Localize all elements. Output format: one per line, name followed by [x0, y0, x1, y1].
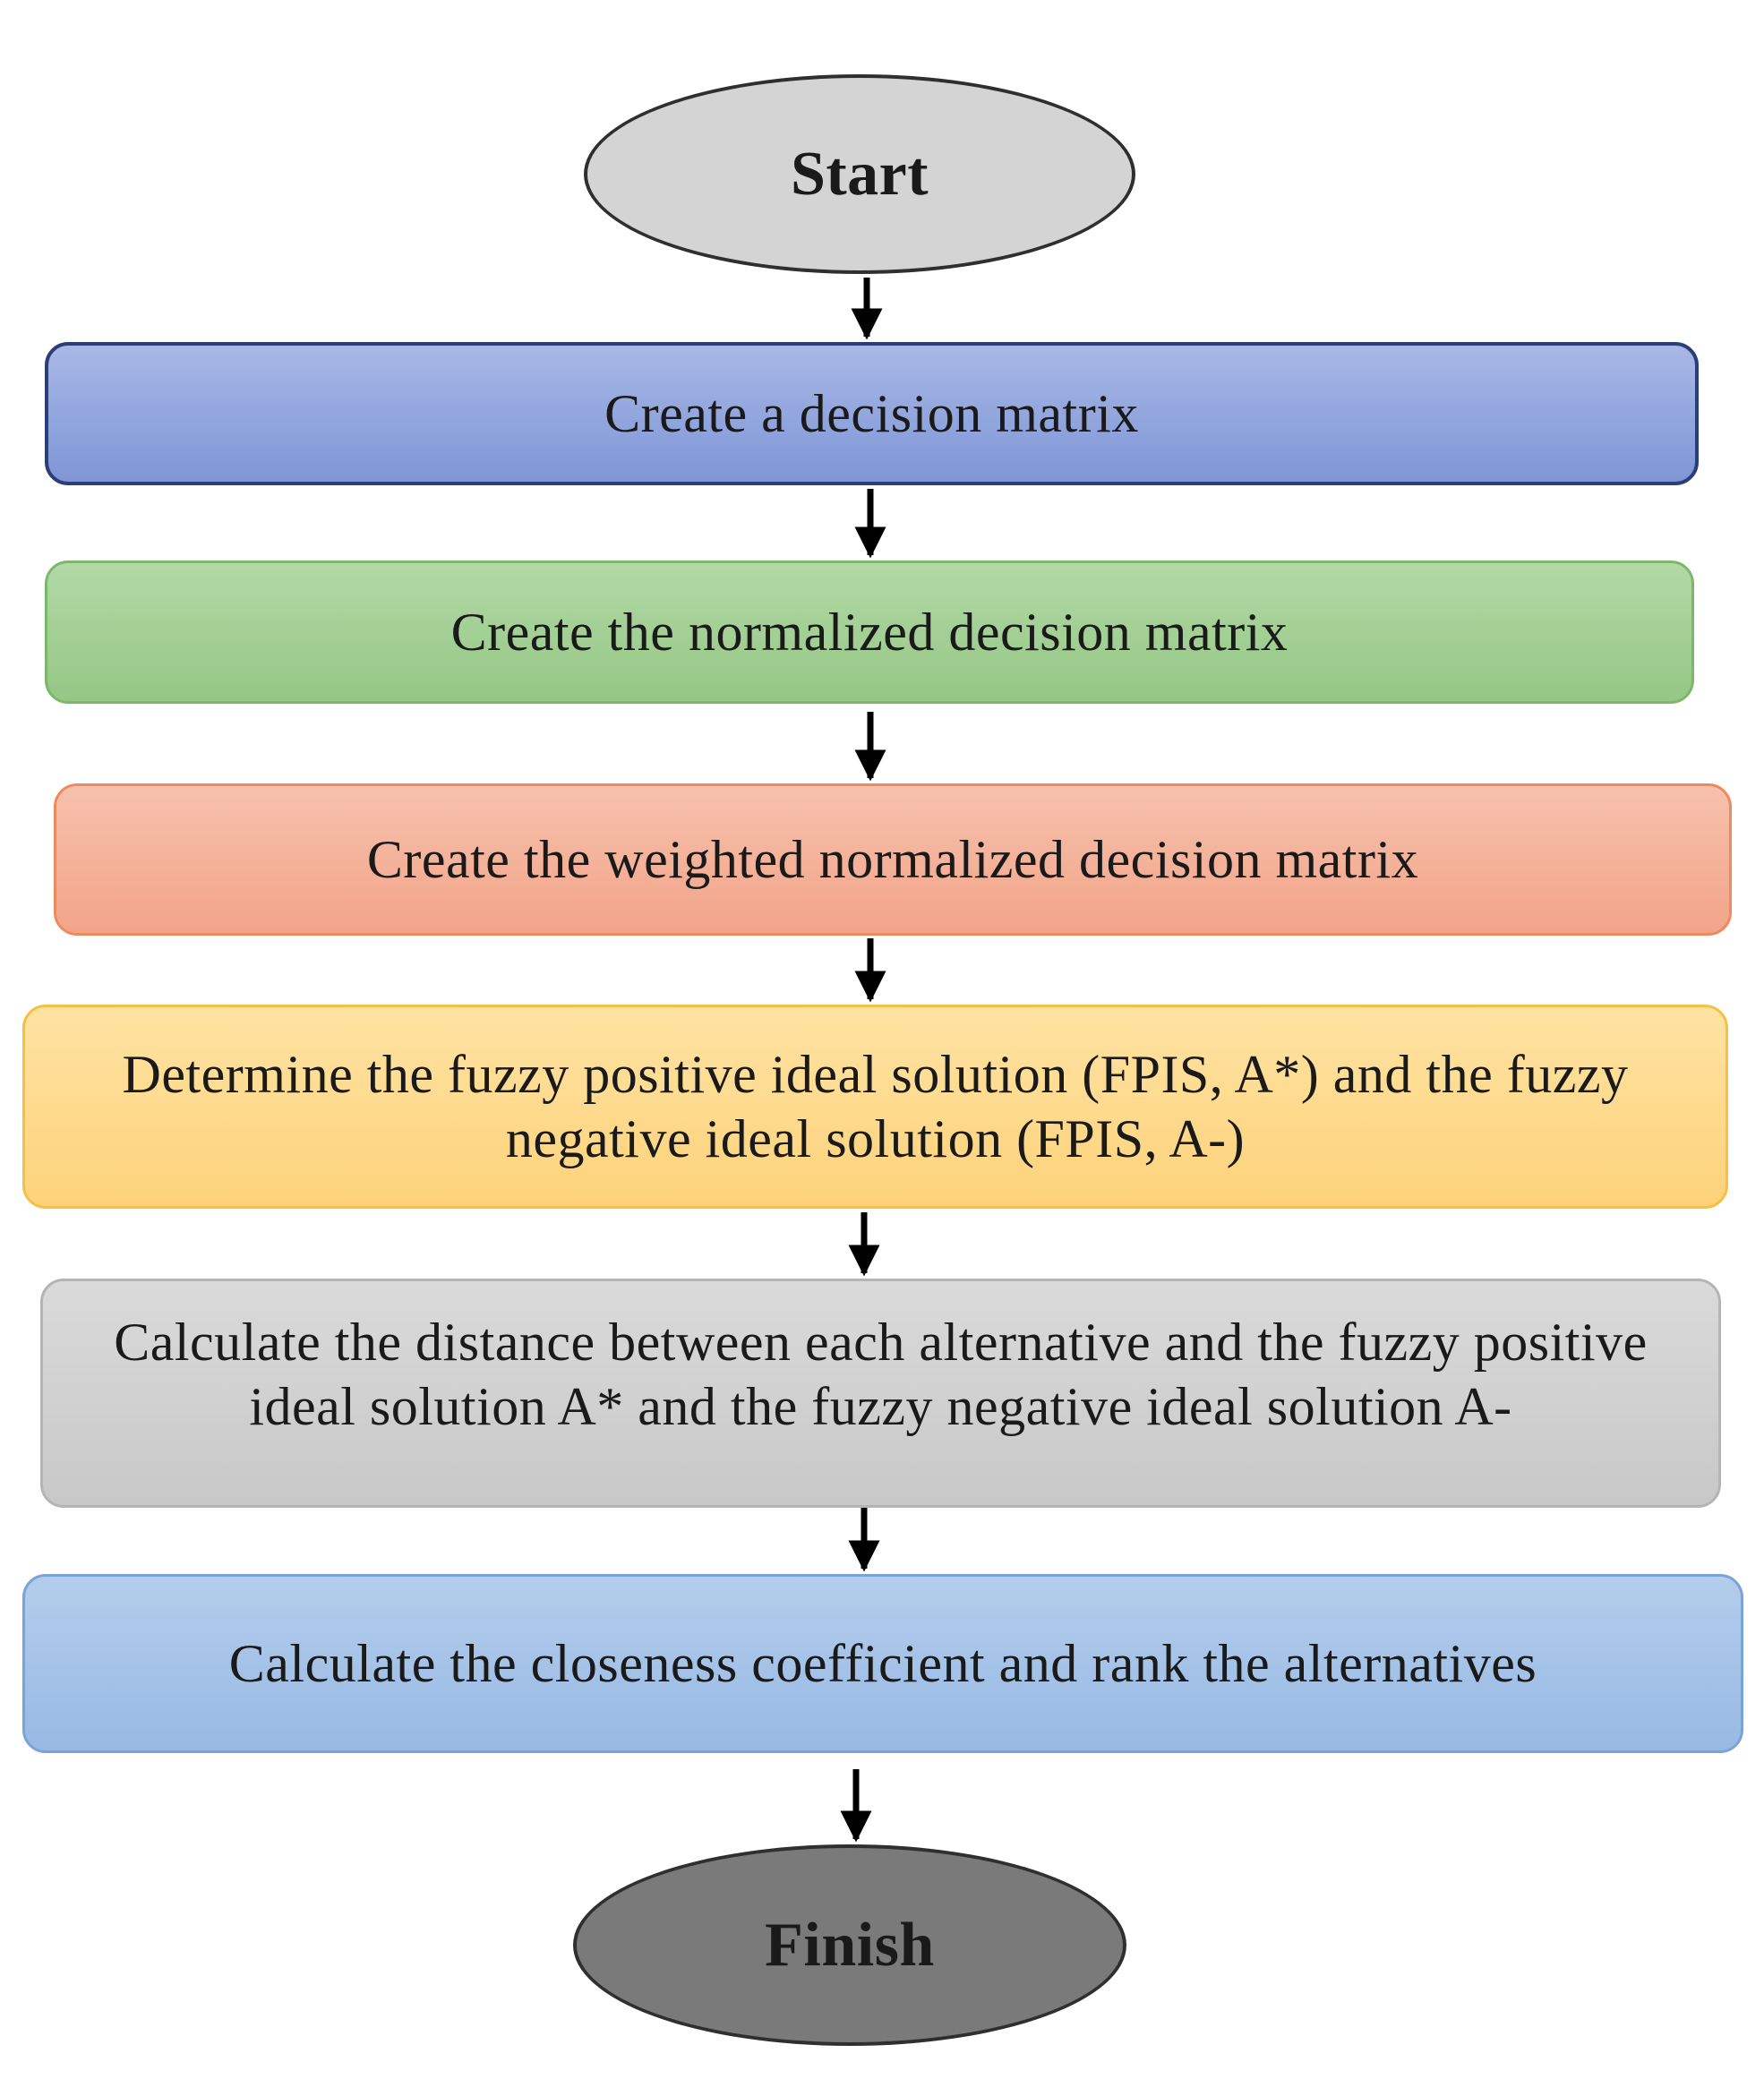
- step-create-weighted-normalized-matrix: Create the weighted normalized decision …: [54, 783, 1732, 936]
- step-create-decision-matrix: Create a decision matrix: [45, 342, 1699, 485]
- step-determine-fpis-fnis: Determine the fuzzy positive ideal solut…: [22, 1005, 1728, 1209]
- start-node: Start: [584, 74, 1135, 274]
- step-create-normalized-matrix: Create the normalized decision matrix: [45, 560, 1694, 704]
- step-closeness-coefficient-rank: Calculate the closeness coefficient and …: [22, 1574, 1743, 1753]
- step-calculate-distance: Calculate the distance between each alte…: [40, 1279, 1721, 1508]
- finish-node: Finish: [573, 1844, 1126, 2046]
